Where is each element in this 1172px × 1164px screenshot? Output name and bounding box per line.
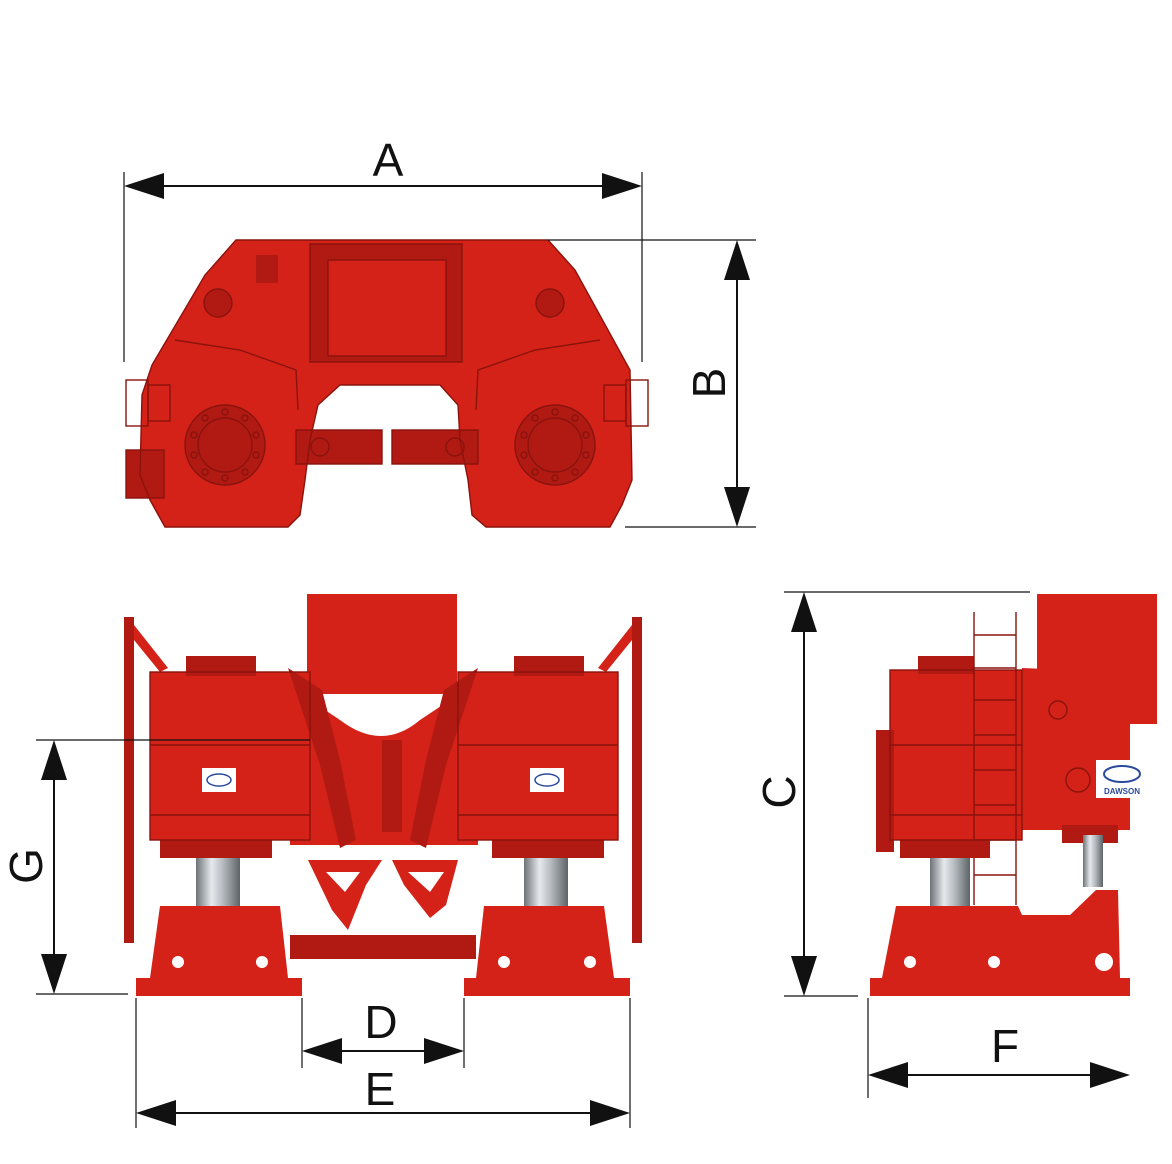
side-view: DAWSON	[870, 594, 1157, 996]
dimension-lines	[36, 172, 1130, 1128]
dimension-label-c: C	[753, 775, 805, 808]
dimension-label-e: E	[365, 1063, 396, 1115]
dimension-label-f: F	[991, 1020, 1019, 1072]
top-view	[125, 239, 649, 528]
dimension-label-d: D	[364, 996, 397, 1048]
dimension-labels: A B C G D E F	[0, 134, 1019, 1115]
front-view	[124, 594, 642, 996]
dimension-label-g: G	[0, 848, 52, 884]
dawson-logo-text: DAWSON	[1104, 787, 1140, 796]
dimension-label-b: B	[683, 368, 735, 399]
dimension-label-a: A	[373, 134, 404, 186]
